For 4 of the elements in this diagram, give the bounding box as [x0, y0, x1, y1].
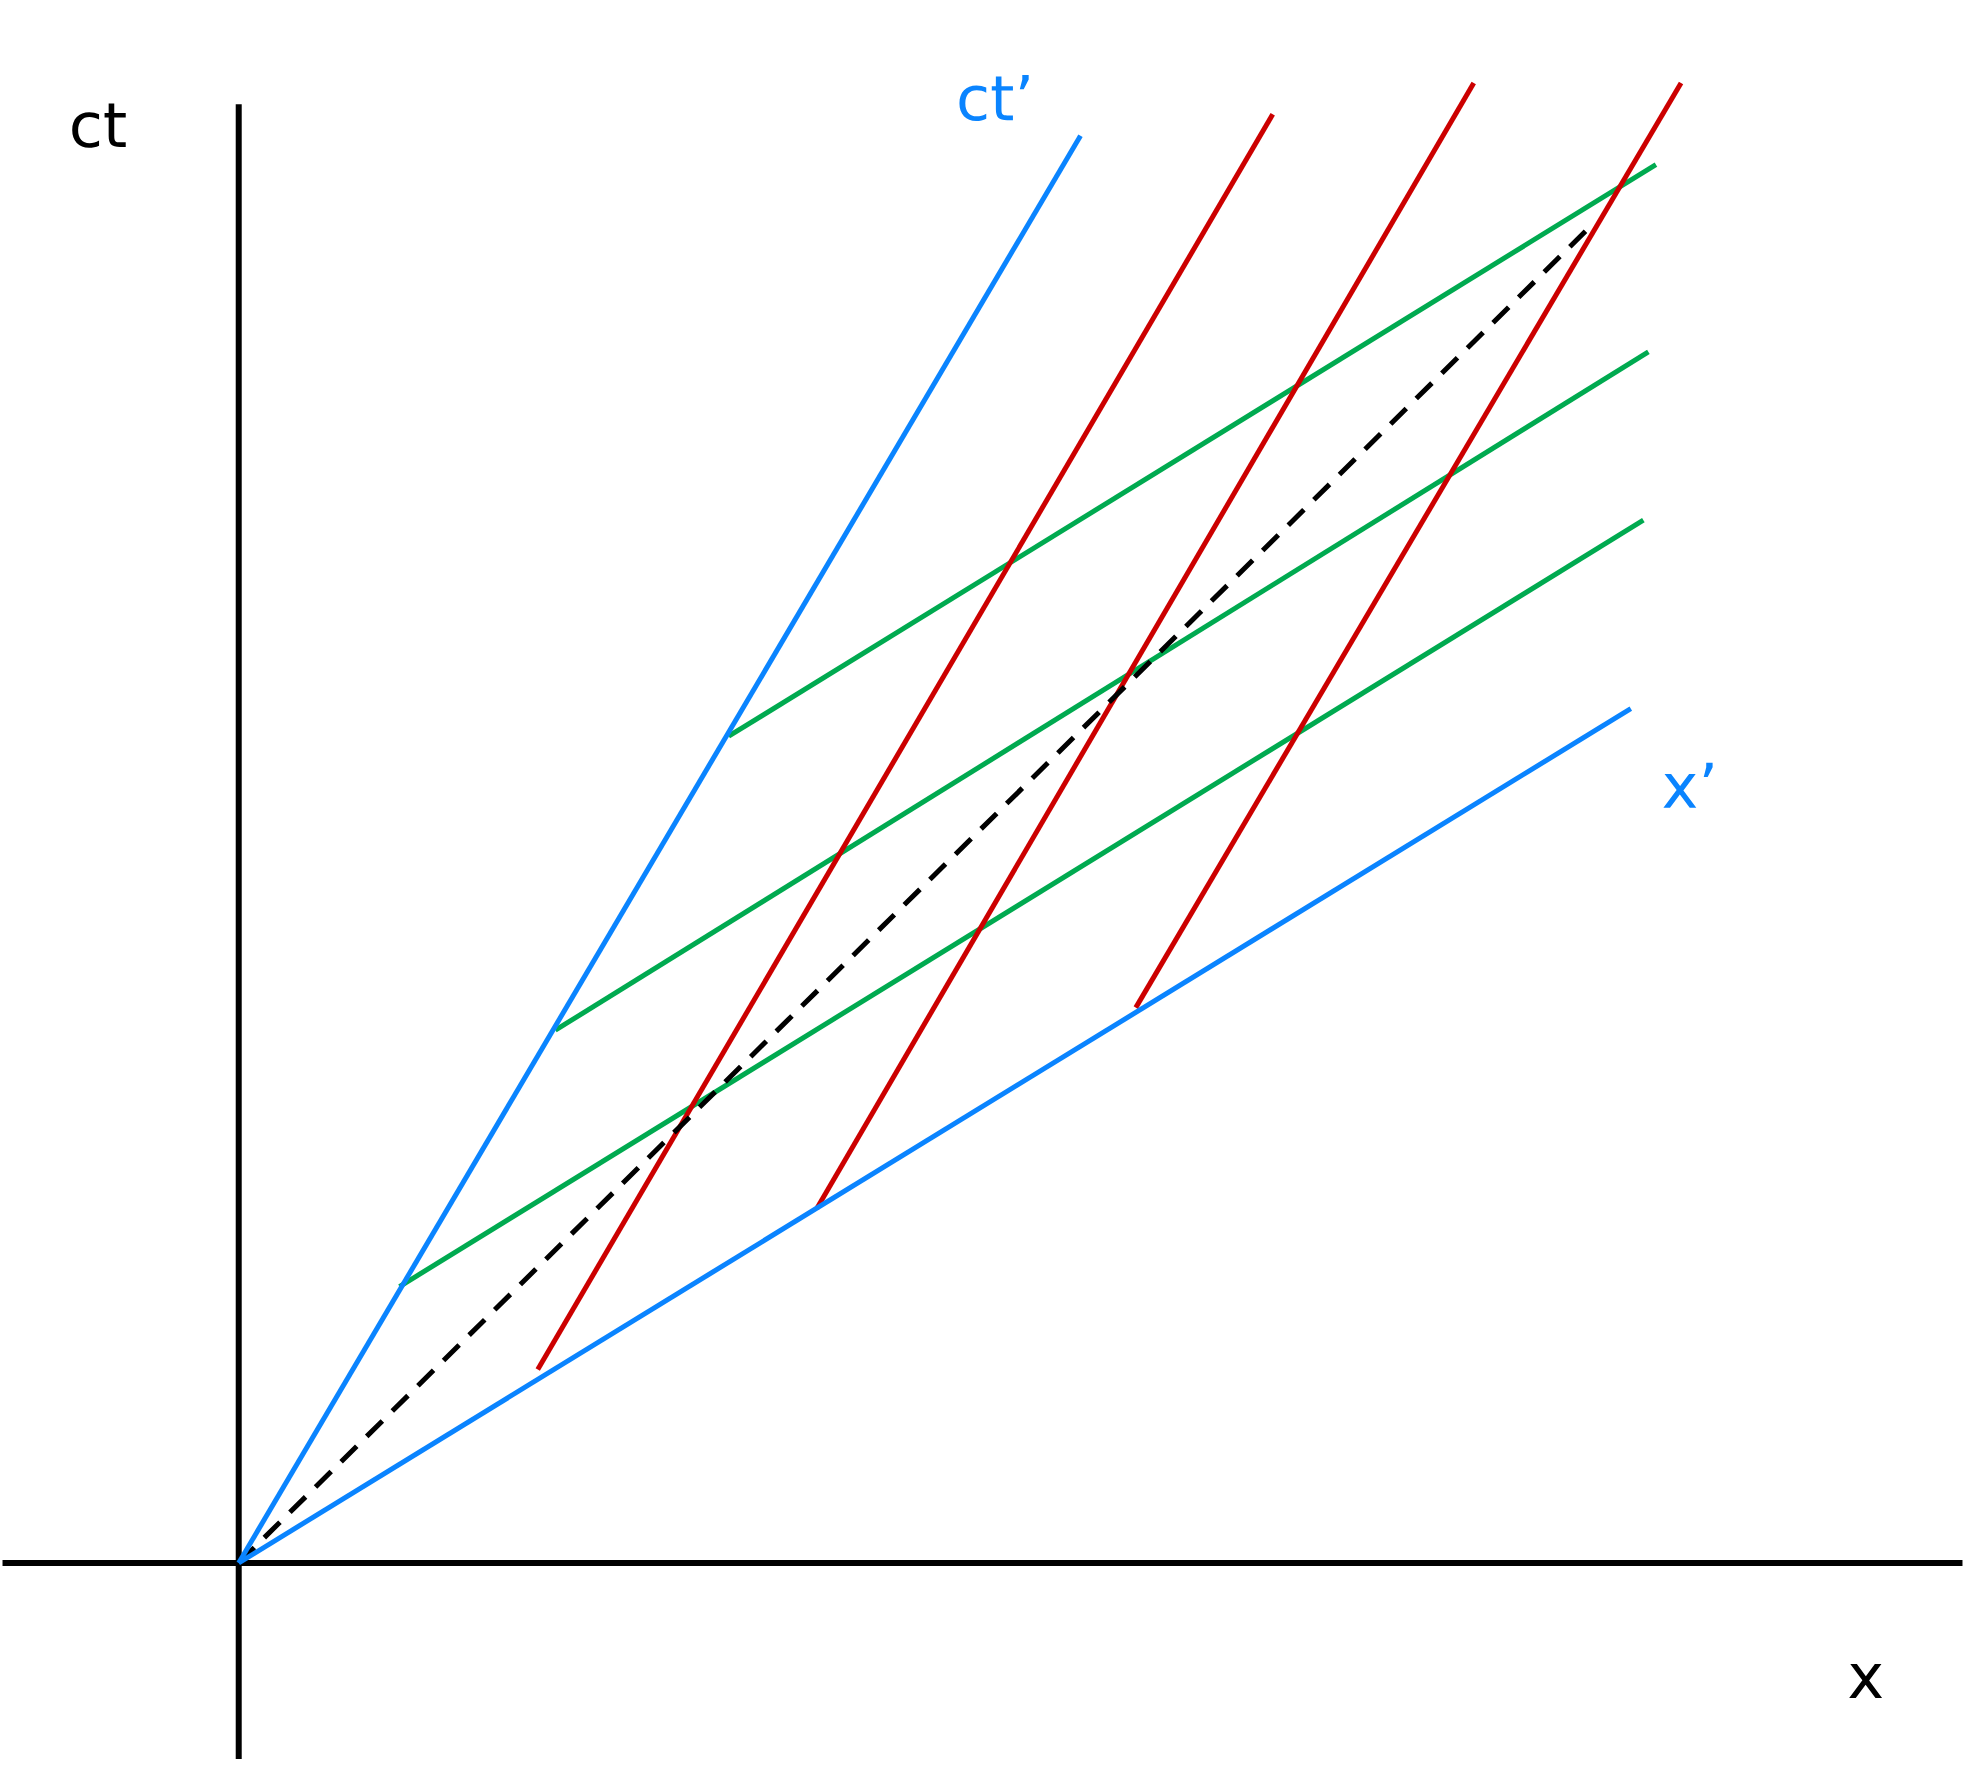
axis-label: ct’ — [959, 75, 1029, 122]
axis-label: x’ — [1663, 762, 1713, 809]
axis-label: x — [1849, 1664, 1883, 1699]
axis-label: ct — [72, 103, 126, 149]
